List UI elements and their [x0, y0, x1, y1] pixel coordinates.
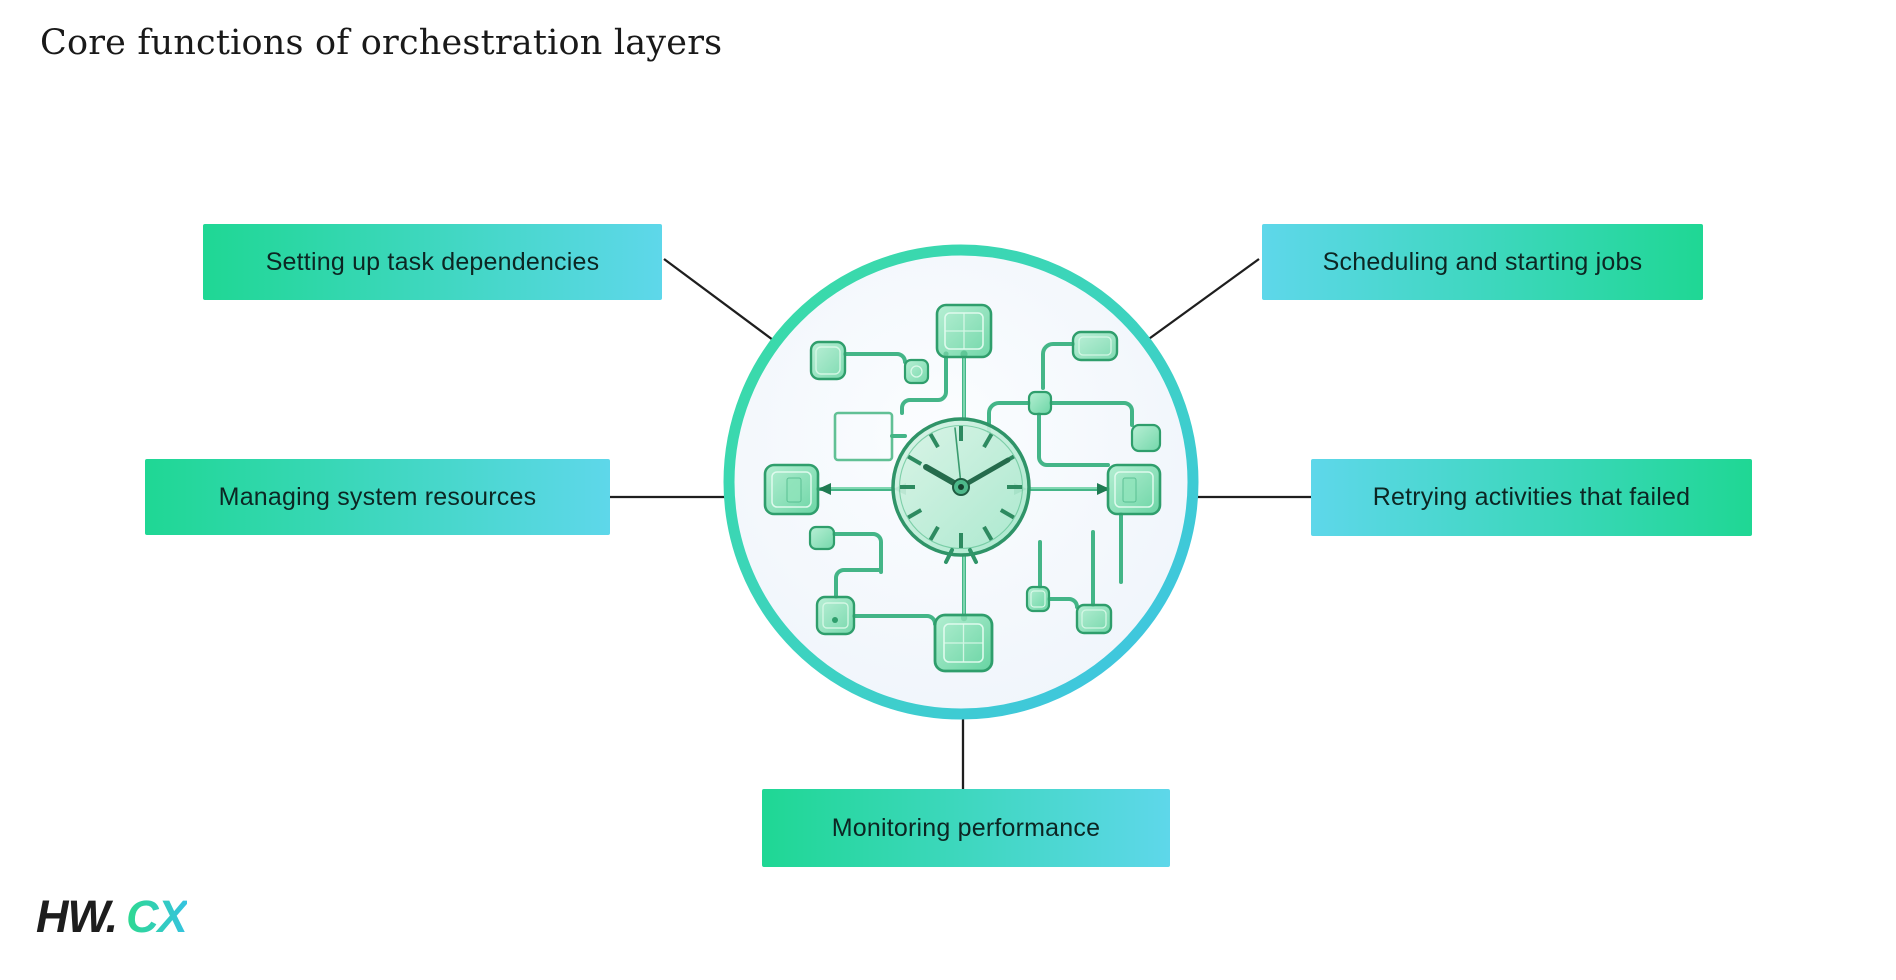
label-scheduling-and-starting-jobs: Scheduling and starting jobs: [1262, 224, 1703, 300]
label-text: Scheduling and starting jobs: [1322, 247, 1643, 276]
chip-left-big: [763, 463, 820, 516]
wireframe-node: [833, 411, 894, 462]
minute-hand: [958, 457, 1011, 490]
clock-mount: [944, 548, 978, 564]
page-title: Core functions of orchestration layers: [40, 23, 723, 63]
label-monitoring-performance: Monitoring performance: [762, 789, 1170, 867]
logo-suffix: CX: [126, 891, 188, 942]
clock-icon: [891, 417, 1031, 564]
chip-far-right-small: [1130, 423, 1162, 453]
clock-circuit-illustration: [723, 244, 1199, 720]
label-text: Managing system resources: [218, 482, 537, 511]
chip-left-lower-small: [808, 525, 836, 551]
chip-tiny-top: [903, 358, 930, 385]
logo-prefix: HW.: [36, 891, 118, 942]
chip-bottom-left: [815, 595, 856, 636]
chip-mid-right-small: [1027, 390, 1053, 416]
connector-top-right: [1145, 258, 1260, 342]
chip-top-left: [809, 340, 847, 381]
chip-bottom-big: [933, 613, 994, 673]
clock-ticks: [900, 426, 1022, 548]
chip-bottom-right-small: [1025, 585, 1051, 613]
connector-top-left: [663, 258, 774, 341]
label-managing-system-resources: Managing system resources: [145, 459, 610, 535]
label-setting-up-task-dependencies: Setting up task dependencies: [203, 224, 662, 300]
chip-top-big: [935, 303, 993, 359]
label-retrying-activities-that-failed: Retrying activities that failed: [1311, 459, 1752, 536]
label-text: Setting up task dependencies: [265, 247, 600, 276]
chip-right-big: [1106, 463, 1162, 516]
label-text: Monitoring performance: [831, 813, 1101, 842]
brand-logo: HW. CX: [36, 891, 188, 943]
chip-bottom-right: [1075, 603, 1113, 635]
chip-top-right: [1071, 330, 1119, 362]
label-text: Retrying activities that failed: [1372, 483, 1691, 511]
chip-nodes: [763, 303, 1162, 673]
